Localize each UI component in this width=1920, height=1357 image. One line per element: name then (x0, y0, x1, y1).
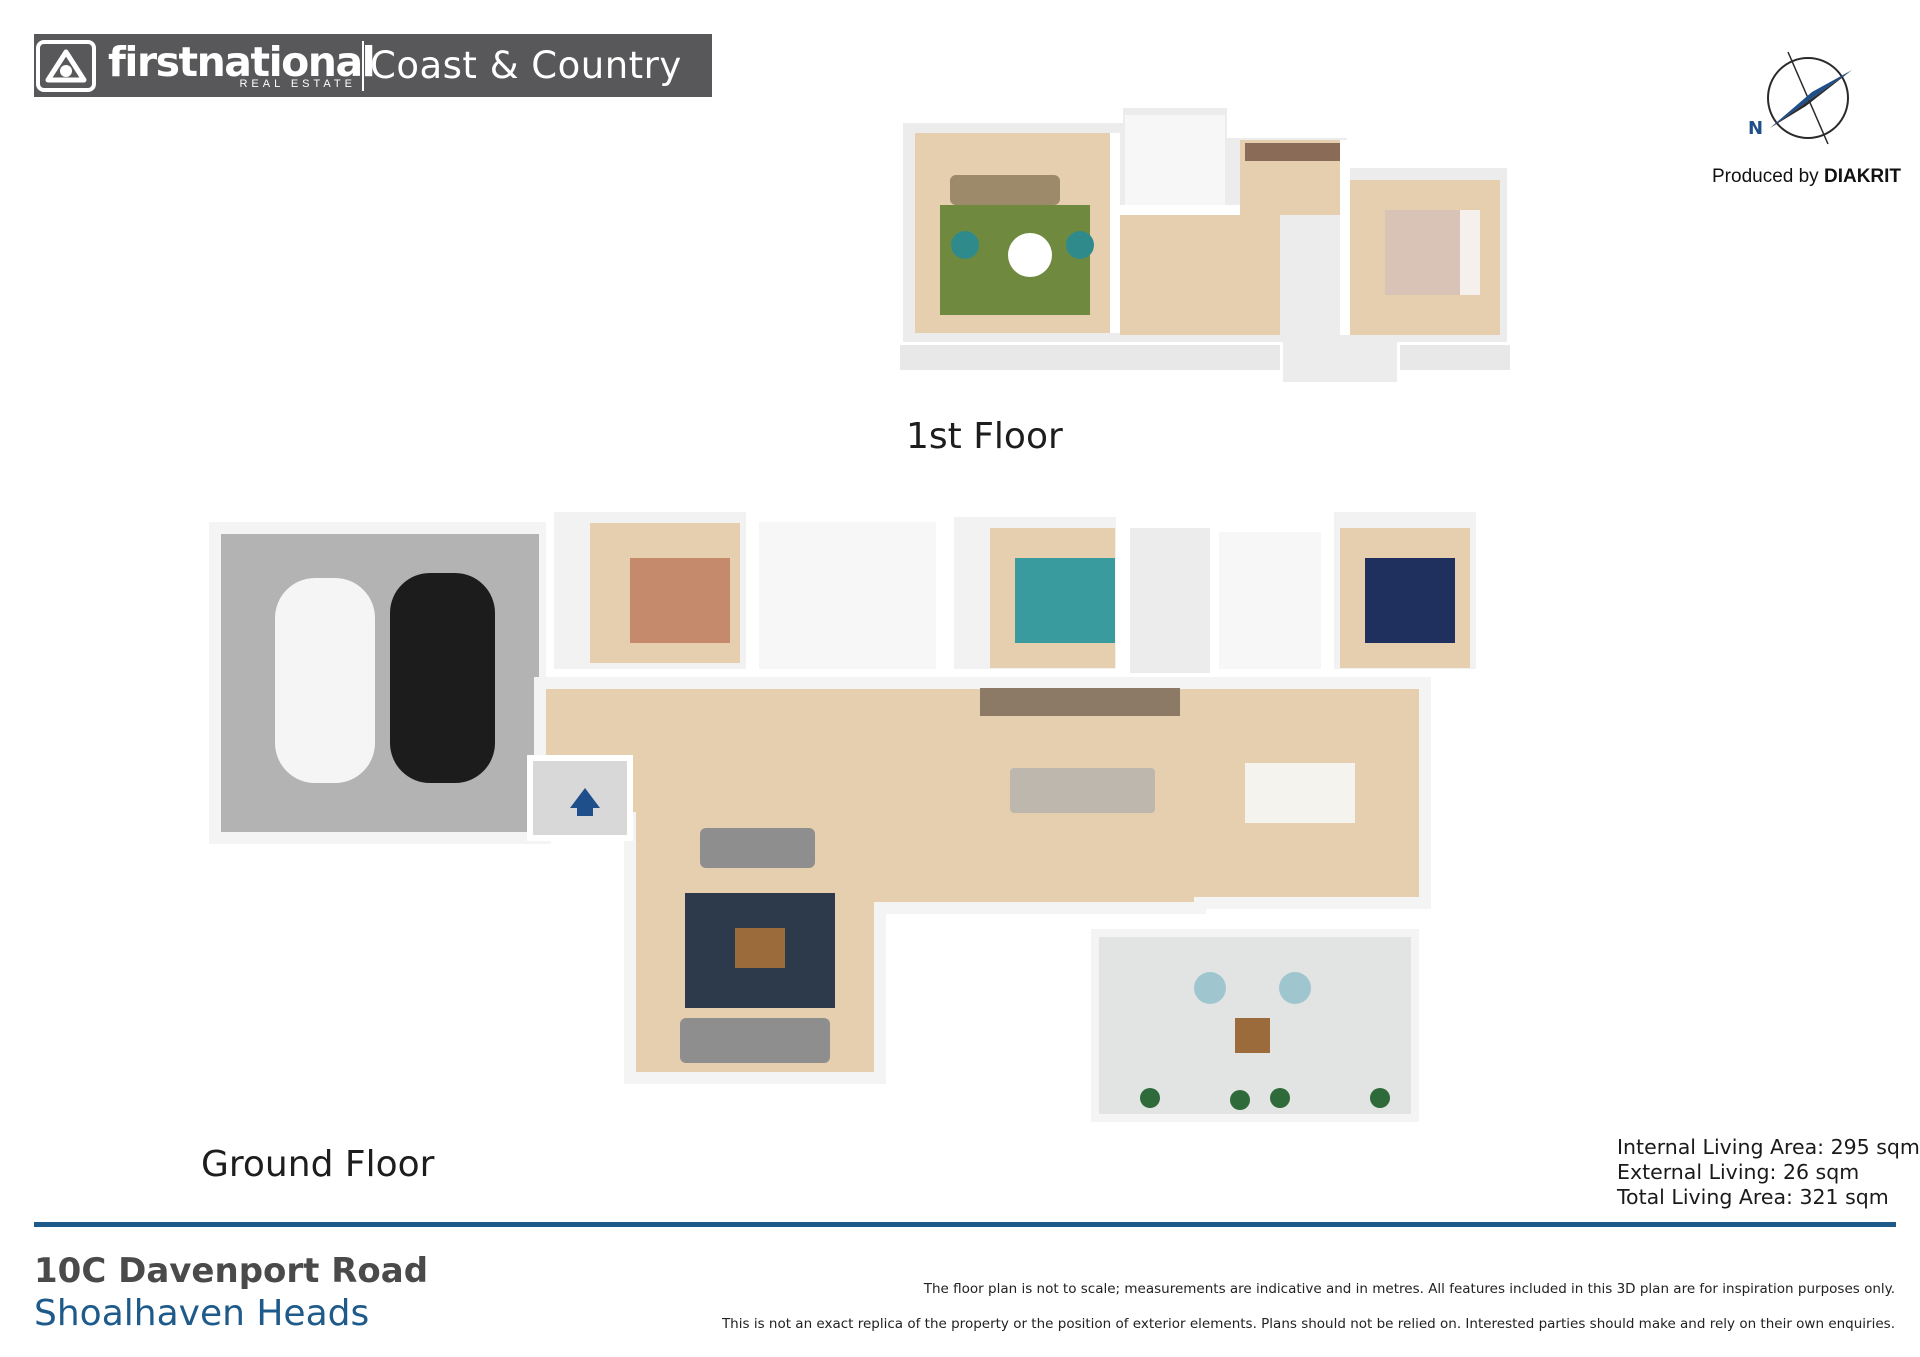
agency-logo-icon (36, 39, 96, 92)
sofa (700, 828, 815, 868)
producer-prefix: Produced by (1712, 166, 1819, 187)
bed (1015, 558, 1115, 643)
bed (1385, 210, 1470, 295)
coffee-table (735, 928, 785, 968)
bed (630, 558, 730, 643)
laundry (1211, 524, 1329, 677)
property-suburb: Shoalhaven Heads (34, 1293, 370, 1334)
brand-wordmark: firstnational REAL ESTATE (108, 40, 376, 92)
outdoor-chair (1279, 972, 1311, 1004)
ground-floor-label: Ground Floor (201, 1144, 435, 1185)
ensuite (1125, 115, 1225, 205)
producer-credit: Produced by DIAKRIT (1712, 166, 1901, 188)
property-street: 10C Davenport Road (34, 1251, 429, 1291)
armchair (951, 231, 979, 259)
producer-name: DIAKRIT (1823, 166, 1902, 187)
ground-floor-plan (209, 504, 1484, 1122)
white-car (275, 578, 375, 783)
agency-logo: firstnational REAL ESTATE Coast & Countr… (34, 34, 712, 97)
brand-name: firstnational (108, 37, 376, 86)
total-living-area: Total Living Area: 321 sqm (1617, 1185, 1889, 1209)
stairs (1130, 528, 1210, 673)
outdoor-table (1235, 1018, 1270, 1053)
armchair (1066, 231, 1094, 259)
disclaimer-line-2: This is not an exact replica of the prop… (721, 1316, 1895, 1332)
logo-divider (362, 40, 364, 91)
plant-icon (1230, 1090, 1250, 1110)
compass-north-label: N (1748, 118, 1763, 139)
first-floor-plan (897, 102, 1513, 388)
plant-icon (1140, 1088, 1160, 1108)
kitchen-island (1010, 768, 1155, 813)
plant-icon (1270, 1088, 1290, 1108)
external-living-area: External Living: 26 sqm (1617, 1160, 1860, 1184)
coffee-table (1008, 233, 1052, 277)
disclaimer-line-1: The floor plan is not to scale; measurem… (923, 1281, 1895, 1297)
sofa (950, 175, 1060, 205)
black-car (390, 573, 495, 783)
hallway (1120, 215, 1280, 335)
garage (209, 522, 551, 844)
bed (1365, 558, 1455, 643)
plant-icon (1370, 1088, 1390, 1108)
first-floor-label: 1st Floor (906, 416, 1063, 457)
area-summary: Internal Living Area: 295 sqm External L… (1617, 1135, 1920, 1210)
sofa (680, 1018, 830, 1063)
outdoor-chair (1194, 972, 1226, 1004)
compass-icon: N (1748, 51, 1852, 145)
bathroom (751, 514, 944, 677)
brand-subtitle: REAL ESTATE (239, 77, 356, 90)
internal-living-area: Internal Living Area: 295 sqm (1617, 1135, 1920, 1159)
kitchen-bench (980, 688, 1180, 716)
dining-table (1245, 763, 1355, 823)
wardrobe (1245, 143, 1340, 161)
footer-divider (34, 1222, 1896, 1227)
office-name: Coast & Country (370, 44, 682, 87)
entry-arrow-icon (570, 788, 600, 808)
